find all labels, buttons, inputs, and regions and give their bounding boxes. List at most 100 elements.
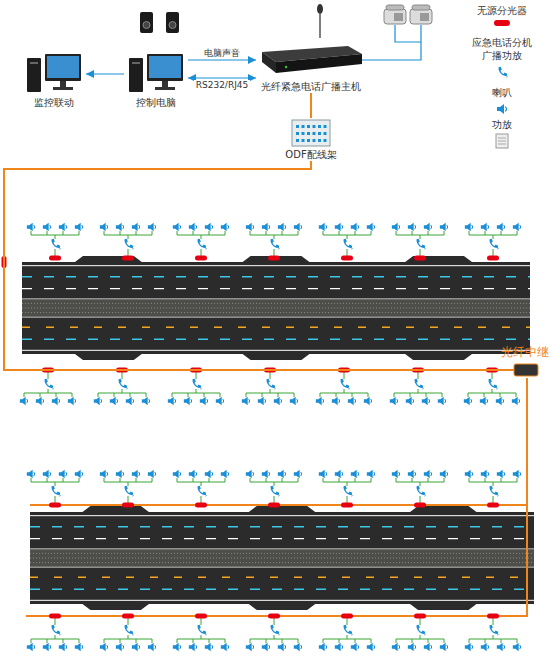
speaker-icon: [440, 470, 448, 478]
splitter: [49, 256, 61, 261]
tap-group: [100, 614, 156, 652]
drop-wire: [55, 235, 56, 239]
speaker-icon: [173, 470, 181, 478]
speaker-wire: [72, 393, 73, 397]
speaker-wire: [40, 393, 41, 397]
speaker-bus: [177, 639, 225, 640]
amp-line: [498, 141, 506, 142]
speaker-icon: [367, 470, 375, 478]
fiber-relay: 光纤中继: [498, 345, 552, 379]
node-label: 光纤中继: [501, 345, 549, 361]
speaker-icon: [408, 223, 416, 231]
speaker-bus: [469, 482, 517, 483]
speaker-icon: [422, 397, 430, 405]
lane-marking: [30, 567, 534, 568]
odf-port: [313, 125, 316, 128]
speaker-icon: [465, 643, 473, 651]
lane-marking: [22, 339, 530, 341]
speaker-wire: [79, 478, 80, 482]
legend-swatch: [494, 20, 510, 26]
node-label: 控制电脑: [136, 96, 176, 109]
speaker-icon: [242, 397, 250, 405]
odf-port: [296, 125, 299, 128]
speaker-icon: [100, 223, 108, 231]
odf-port: [302, 125, 305, 128]
speaker-icon: [116, 470, 124, 478]
speaker-icon: [189, 470, 197, 478]
speaker-icon: [465, 223, 473, 231]
speaker-icon: [335, 643, 343, 651]
speaker-wire: [209, 639, 210, 643]
odf-port: [313, 132, 316, 135]
median-gravel: [30, 558, 534, 559]
speaker-icon: [513, 470, 521, 478]
splitter: [341, 614, 353, 619]
phone-icon: [193, 379, 202, 389]
phone-icon: [119, 379, 128, 389]
drop-wire: [420, 235, 421, 239]
speaker-icon: [75, 643, 83, 651]
desk-phone: [384, 5, 406, 24]
monitor: [45, 54, 81, 81]
speaker-icon: [36, 397, 44, 405]
tap-group: [246, 614, 302, 652]
splitter: [341, 256, 353, 261]
speaker-bus: [396, 482, 444, 483]
odf-port: [318, 132, 321, 135]
speaker-wire: [485, 478, 486, 482]
edge-label: 电脑声音: [202, 48, 242, 59]
speaker-icon: [100, 470, 108, 478]
speaker-wire: [250, 478, 251, 482]
speaker-icon: [440, 223, 448, 231]
drop-wire: [55, 482, 56, 486]
speaker-icon: [59, 470, 67, 478]
speaker-icon: [294, 643, 302, 651]
speaker-wire: [193, 639, 194, 643]
speaker-wire: [426, 393, 427, 397]
speaker-icon: [294, 470, 302, 478]
speaker-wire: [31, 478, 32, 482]
lane-marking: [22, 276, 530, 278]
speaker-bus: [31, 482, 79, 483]
speaker-icon: [424, 223, 432, 231]
odf-port: [302, 132, 305, 135]
speaker-bus: [177, 482, 225, 483]
speaker-icon: [424, 470, 432, 478]
speaker-icon: [390, 397, 398, 405]
speaker-bus: [323, 482, 371, 483]
speaker-icon: [262, 223, 270, 231]
tap-group: [392, 470, 448, 508]
speaker-wire: [428, 639, 429, 643]
speaker-wire: [501, 231, 502, 235]
speaker-wire: [484, 393, 485, 397]
drop-wire: [201, 635, 202, 639]
speaker-wire: [152, 478, 153, 482]
host-side: [262, 52, 276, 73]
odf-port: [296, 139, 299, 142]
layby: [243, 256, 310, 262]
screen: [149, 56, 181, 78]
splitter: [487, 614, 499, 619]
broadcast-host: 光纤紧急电话广播主机: [256, 40, 366, 93]
speaker-wire: [204, 393, 205, 397]
speaker-wire: [444, 478, 445, 482]
splitter: [268, 256, 280, 261]
lane-marking: [22, 288, 530, 289]
drop-wire: [196, 389, 197, 393]
speaker-icon: [351, 643, 359, 651]
drop-wire: [201, 235, 202, 239]
odf-port: [307, 132, 310, 135]
drop-wire: [274, 635, 275, 639]
drop-wire: [270, 389, 271, 393]
amp-box: [496, 134, 508, 148]
speaker-wire: [79, 231, 80, 235]
tap-group: [242, 368, 298, 406]
layby: [410, 604, 476, 610]
speaker-box: [140, 12, 153, 33]
drop-wire: [493, 235, 494, 239]
speaker-icon: [512, 397, 520, 405]
speaker-icon: [497, 223, 505, 231]
speaker-icon: [335, 223, 343, 231]
